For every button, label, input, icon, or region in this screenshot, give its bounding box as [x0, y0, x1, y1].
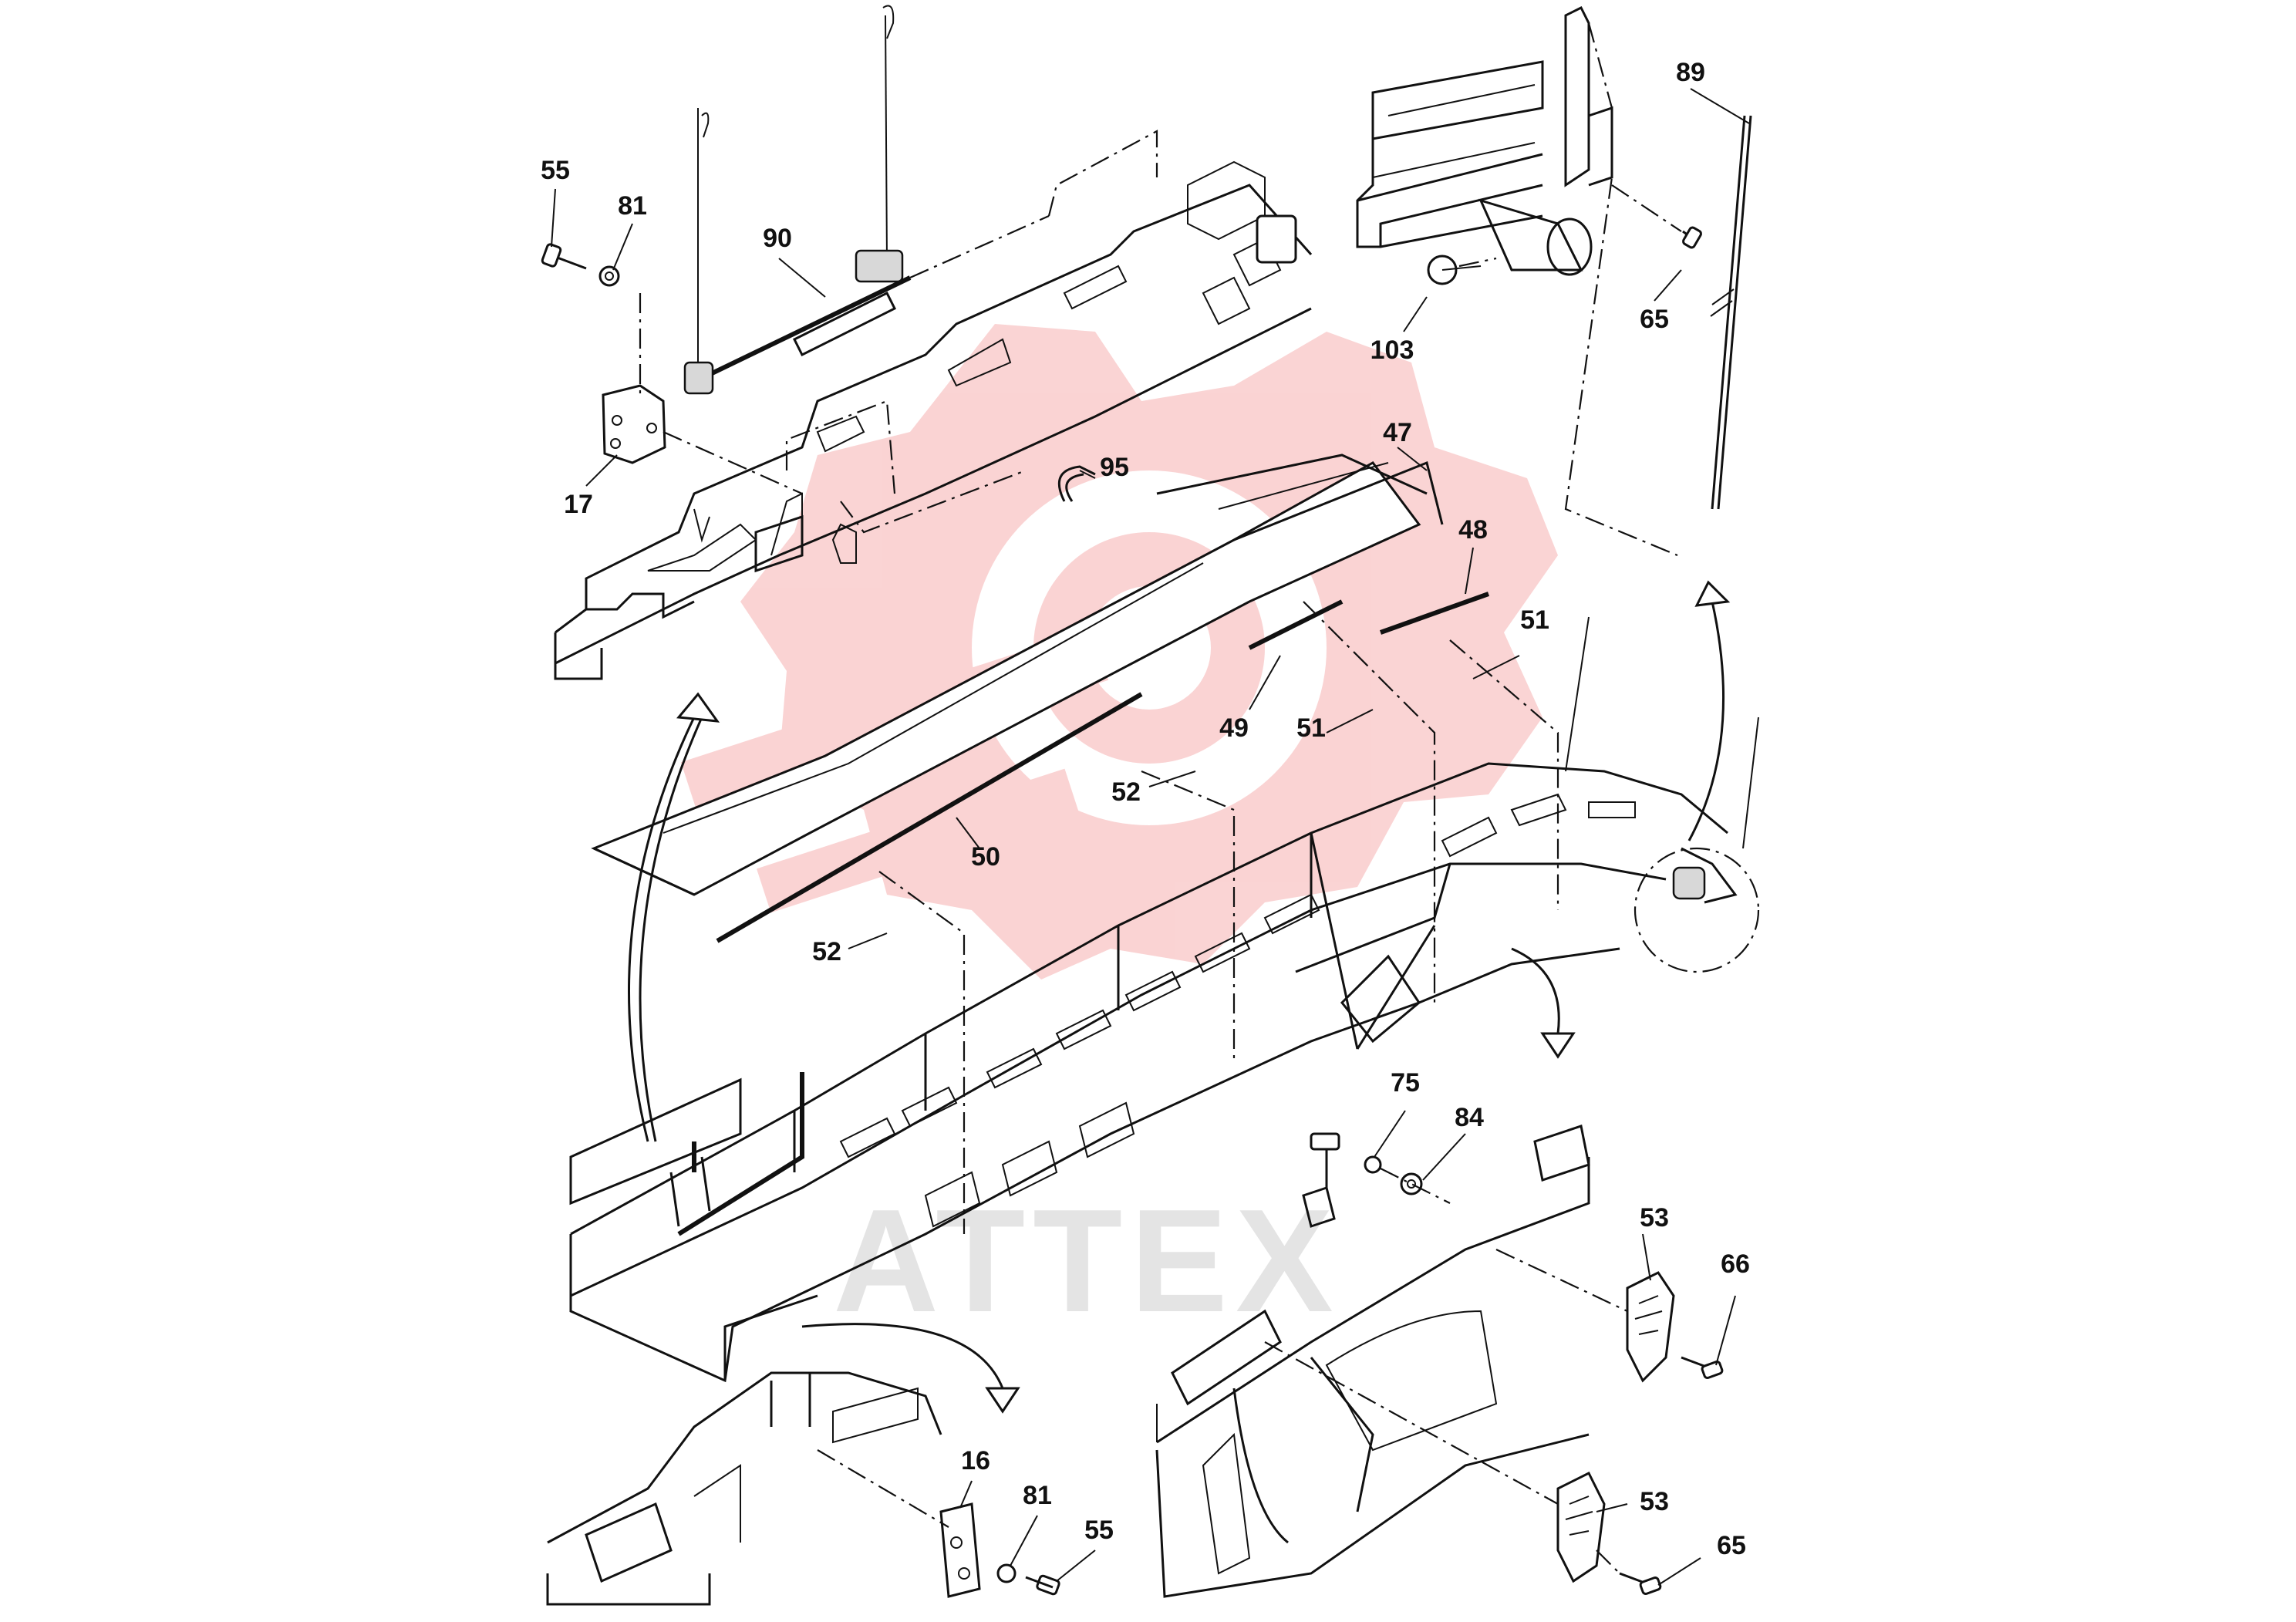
watermark-text: ATTEX: [833, 1179, 1341, 1343]
label-75: 75: [1391, 1068, 1420, 1098]
label-103: 103: [1371, 336, 1414, 365]
label-66: 66: [1721, 1249, 1750, 1279]
label-81-bottom: 81: [1023, 1481, 1052, 1510]
label-51-left: 51: [1296, 713, 1326, 743]
label-52-upper: 52: [1111, 777, 1141, 807]
label-51-right: 51: [1520, 605, 1549, 635]
lower-left-frame-detail: [546, 1371, 1060, 1606]
label-55-bottom: 55: [1084, 1516, 1114, 1545]
label-65-top: 65: [1640, 305, 1669, 334]
cover-panels: [591, 454, 1559, 1234]
main-chassis-frame: [569, 580, 1760, 1414]
part-number-labels: 55 81 90 17 95 103 89 65 47 48 51 49 51 …: [541, 58, 1750, 1560]
label-49: 49: [1219, 713, 1249, 743]
label-47: 47: [1383, 418, 1412, 447]
label-81-top: 81: [618, 191, 647, 221]
label-84: 84: [1455, 1103, 1484, 1132]
label-53-top: 53: [1640, 1203, 1669, 1233]
label-89: 89: [1676, 58, 1705, 87]
label-17: 17: [564, 490, 593, 519]
label-16: 16: [961, 1446, 990, 1475]
label-65-bottom: 65: [1717, 1531, 1746, 1560]
label-53-bottom: 53: [1640, 1487, 1669, 1516]
upper-right-panel-detail: [1356, 5, 1752, 557]
callout-leaders: [551, 88, 1750, 1586]
label-52-lower: 52: [812, 937, 841, 966]
label-95: 95: [1100, 453, 1129, 482]
label-55-top: 55: [541, 156, 570, 185]
upper-left-frame-detail: [541, 5, 1313, 680]
label-90: 90: [763, 224, 792, 253]
lower-right-frame-detail: [1155, 1125, 1724, 1598]
frame-cutouts: [839, 793, 1636, 1228]
label-48: 48: [1458, 515, 1488, 545]
label-50: 50: [971, 842, 1000, 872]
